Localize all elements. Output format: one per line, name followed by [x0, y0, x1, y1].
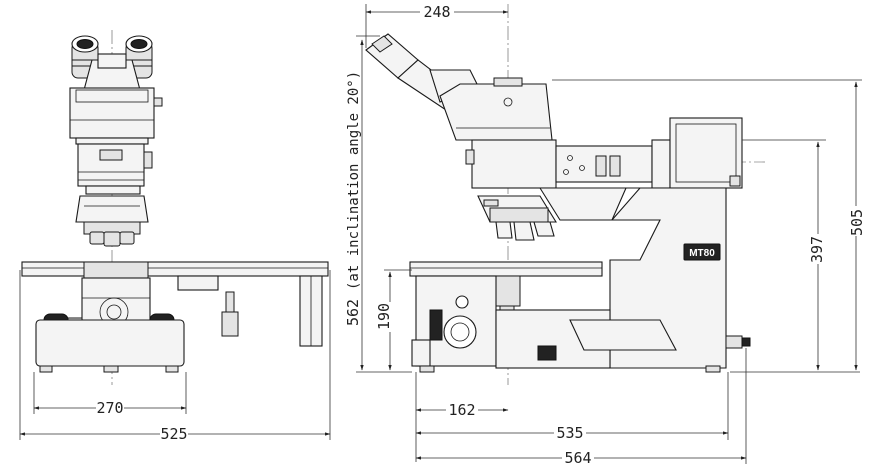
dim-front-525: 525	[19, 270, 331, 443]
dim-label-535: 535	[556, 424, 583, 442]
side-illuminator	[465, 117, 743, 189]
side-view: MT80 2	[344, 3, 866, 467]
dim-label-562: 562	[344, 299, 362, 326]
front-illuminator	[77, 143, 153, 195]
dim-front-270: 270	[33, 372, 187, 417]
model-label: MT80	[689, 248, 715, 259]
front-view: 270 525	[19, 30, 331, 443]
side-head	[439, 77, 553, 141]
dim-side-190: 190	[375, 269, 412, 371]
dim-side-564: 564	[415, 348, 747, 467]
front-head	[69, 87, 163, 145]
dim-label-564: 564	[564, 449, 591, 467]
front-nosepiece	[75, 195, 149, 247]
dim-side-505: 505	[552, 79, 866, 371]
dim-label-525: 525	[160, 425, 187, 443]
front-base	[35, 319, 185, 373]
dim-label-248: 248	[423, 3, 450, 21]
dim-side-535: 535	[415, 372, 729, 442]
front-stage	[21, 261, 329, 347]
dim-side-562: 562 (at inclination angle 20°)	[344, 35, 412, 373]
dim-label-505: 505	[848, 209, 866, 236]
side-nosepiece	[477, 195, 557, 241]
dim-side-397: 397	[730, 139, 860, 373]
dim-side-162: 162	[415, 372, 509, 462]
dim-label-162: 162	[448, 401, 475, 419]
dim-label-270: 270	[96, 399, 123, 417]
side-base	[411, 275, 721, 373]
dim-label-397: 397	[808, 236, 826, 263]
dim-side-248: 248	[365, 3, 509, 48]
front-eyepieces	[71, 35, 153, 91]
dim-label-190: 190	[375, 303, 393, 330]
dim-note-inclination: (at inclination angle 20°)	[346, 71, 362, 290]
